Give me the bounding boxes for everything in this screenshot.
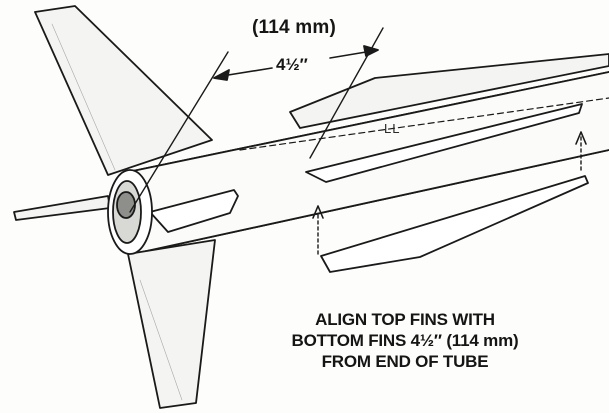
root-fin	[149, 189, 239, 233]
left-fin	[13, 195, 111, 221]
instruction-caption: ALIGN TOP FINS WITH BOTTOM FINS 4½″ (114…	[255, 309, 555, 372]
lower-fin	[127, 239, 216, 409]
instruction-line-1: ALIGN TOP FINS WITH	[315, 310, 495, 329]
engine-mount	[116, 191, 136, 219]
instruction-line-3: FROM END OF TUBE	[321, 352, 489, 371]
upper-body-fin	[289, 53, 609, 129]
upper-left-fin	[34, 5, 213, 176]
dimension-imperial-label: 4½″	[276, 55, 308, 74]
bottom-fin	[320, 175, 589, 273]
top-fin	[305, 103, 583, 183]
alignment-line	[239, 97, 609, 151]
reference-mark-label: LL	[384, 121, 401, 136]
extension-line-left	[129, 51, 229, 213]
instruction-line-2: BOTTOM FINS 4½″ (114 mm)	[291, 331, 519, 350]
dimension-metric-label: (114 mm)	[252, 17, 336, 38]
